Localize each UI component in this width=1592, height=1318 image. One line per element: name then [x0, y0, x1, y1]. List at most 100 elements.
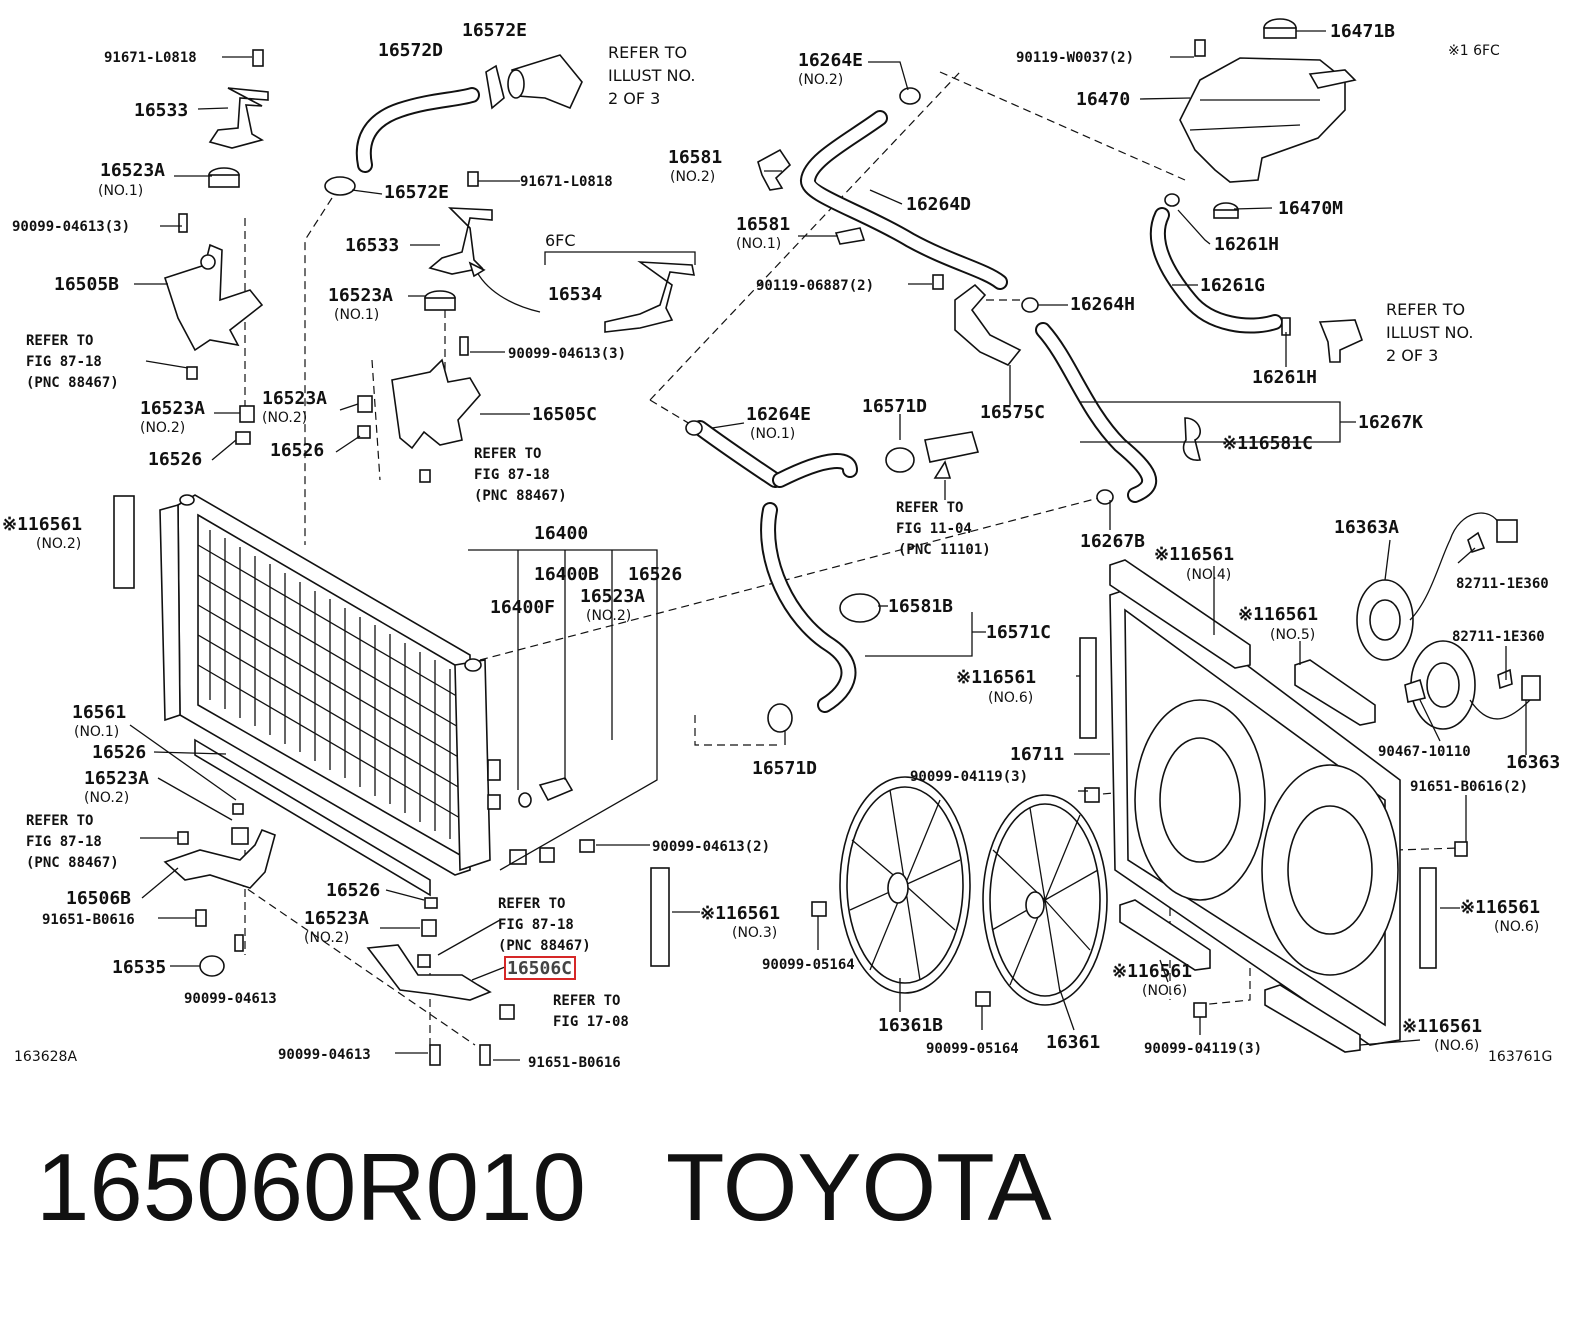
brand-name: TOYOTA [665, 1134, 1052, 1241]
label-16264D: 16264D [906, 194, 971, 215]
cushion-16523A-mid [424, 290, 456, 311]
label-16533-upper: 16533 [134, 100, 188, 121]
fan-shroud-16711 [1109, 584, 1401, 1046]
hose-16264D [800, 87, 1008, 290]
label-16526-d: 16526 [92, 742, 146, 763]
label-16561-no6c: ※116561 [1460, 897, 1540, 918]
arrow-6fc [468, 261, 541, 313]
label-16361: 16361 [1046, 1032, 1100, 1053]
label-16572D: 16572D [378, 40, 443, 61]
label-16470M: 16470M [1278, 198, 1343, 219]
seal-strips-right [1079, 559, 1437, 1053]
label-code-right: 163761G [1488, 1049, 1552, 1065]
label-6fc: 6FC [545, 231, 576, 250]
label-16470: 16470 [1076, 89, 1130, 110]
label-no3: (NO.3) [732, 925, 777, 941]
radiator-core-fins [197, 530, 461, 839]
hose-16261G [1149, 193, 1363, 363]
label-16506B: 16506B [66, 888, 131, 909]
label-no2-e: (NO.2) [798, 72, 843, 88]
label-no2-k: (NO.2) [84, 790, 129, 806]
label-16267B: 16267B [1080, 531, 1145, 552]
support-16505B [163, 213, 264, 352]
label-no6c: (NO.6) [1494, 919, 1539, 935]
fan-motors [1356, 512, 1541, 730]
label-no2-j: (NO.2) [586, 608, 631, 624]
label-16561-no1: 16561 [72, 702, 126, 723]
label-16363A: 16363A [1334, 517, 1399, 538]
label-no2-b: (NO.2) [140, 420, 185, 436]
clip-16581C [1182, 417, 1201, 461]
label-16571D-a: 16571D [862, 396, 927, 417]
label-91671-upper: 91671-L0818 [104, 50, 197, 66]
label-16523A-b: 16523A [140, 398, 205, 419]
label-90099-04613-3-left: 90099-04613(3) [12, 219, 130, 235]
part-caption: 165060R010 TOYOTA [36, 1128, 1052, 1248]
label-91651-B0616-b: 91651-B0616 [528, 1055, 621, 1071]
label-16400B: 16400B [534, 564, 599, 585]
label-no1-k: (NO.1) [74, 724, 119, 740]
bracket-16534 [544, 251, 696, 333]
label-code-left: 163628A [14, 1049, 77, 1065]
label-16400: 16400 [534, 523, 588, 544]
label-refer-f2: FIG 87-18 [26, 834, 102, 850]
label-16523A-upper: 16523A [100, 160, 165, 181]
label-refer-a2: FIG 87-18 [26, 354, 102, 370]
label-16523A-f: 16523A [84, 768, 149, 789]
label-no6a: (NO.6) [988, 690, 1033, 706]
label-16581B: 16581B [888, 596, 953, 617]
label-90099-04613-b: 90099-04613 [278, 1047, 371, 1063]
label-refer-e3: 2 OF 3 [1386, 346, 1438, 365]
bracket-16575C [932, 274, 1039, 366]
label-16561-no2: ※116561 [2, 514, 82, 535]
label-16534: 16534 [548, 284, 602, 305]
bracket-16581 [757, 148, 866, 245]
label-refer-g2: FIG 87-18 [498, 917, 574, 933]
label-no4: (NO.4) [1186, 567, 1231, 583]
inlet-16571D [885, 431, 980, 479]
label-16523A-d: 16523A [262, 388, 327, 409]
label-16264E-b: 16264E [746, 404, 811, 425]
label-16264E-a: 16264E [798, 50, 863, 71]
label-16506C: 16506C [507, 958, 572, 979]
seal-strips-left [113, 495, 670, 967]
label-16535: 16535 [112, 957, 166, 978]
label-16363: 16363 [1506, 752, 1560, 773]
label-16533-mid: 16533 [345, 235, 399, 256]
label-16471B: 16471B [1330, 21, 1395, 42]
label-16526-e: 16526 [326, 880, 380, 901]
small-parts-mid [357, 395, 373, 439]
label-16575C: 16575C [980, 402, 1045, 423]
label-90099-04119-b: 90099-04119(3) [1144, 1041, 1262, 1057]
label-16581-a: 16581 [668, 147, 722, 168]
label-16561-no6a: ※116561 [956, 667, 1036, 688]
label-16711: 16711 [1010, 744, 1064, 765]
label-16523A-c: 16523A [328, 285, 393, 306]
label-refer-b3: 2 OF 3 [608, 89, 660, 108]
small-parts-left [186, 366, 255, 445]
label-90467: 90467-10110 [1378, 744, 1471, 760]
clamp-16572E [485, 64, 505, 110]
label-16561-no6d: ※116561 [1402, 1016, 1482, 1037]
label-16526-c: 16526 [628, 564, 682, 585]
label-no5: (NO.5) [1270, 627, 1315, 643]
reservoir-16470 [1179, 18, 1357, 183]
bracket-16533-upper [208, 49, 269, 149]
parts-diagram: 91671-L0818 16533 16523A (NO.1) 90099-04… [2, 18, 1560, 1071]
label-90099-05164-a: 90099-05164 [762, 957, 855, 973]
label-90099-04613-a: 90099-04613 [184, 991, 277, 1007]
water-outlet [507, 54, 583, 110]
part-labels: 91671-L0818 16533 16523A (NO.1) 90099-04… [2, 20, 1560, 1071]
label-refer-d3: (PNC 11101) [898, 542, 991, 558]
label-refer-f3: (PNC 88467) [26, 855, 119, 871]
label-16267K: 16267K [1358, 412, 1423, 433]
label-refer-d1: REFER TO [896, 500, 963, 516]
fan-16361B [839, 776, 971, 994]
drain-parts [509, 777, 595, 865]
label-16571C: 16571C [986, 622, 1051, 643]
label-no1-h: (NO.1) [750, 426, 795, 442]
label-refer-d2: FIG 11-04 [896, 521, 972, 537]
label-refer-c3: (PNC 88467) [474, 488, 567, 504]
label-no1-upper: (NO.1) [98, 183, 143, 199]
label-refer-g1: REFER TO [498, 896, 565, 912]
